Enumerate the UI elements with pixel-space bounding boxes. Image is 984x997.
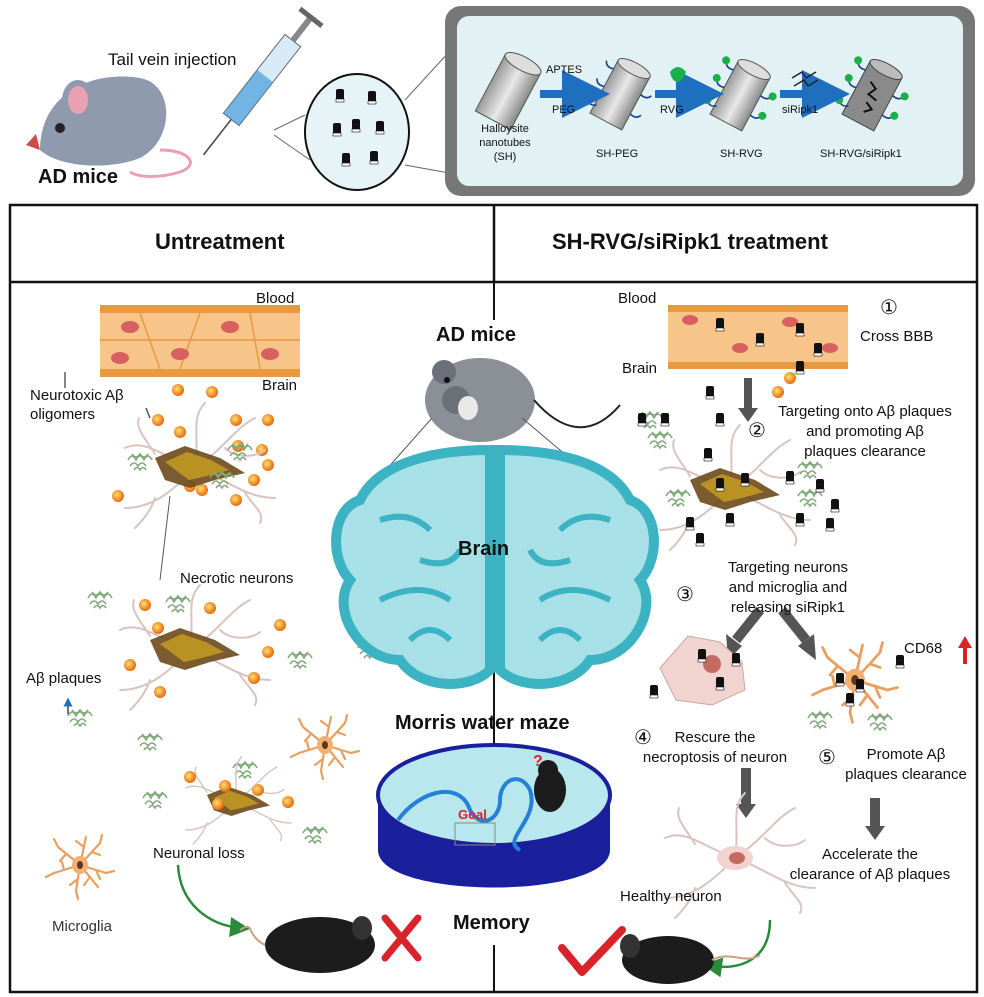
ad-mice-top-label: AD mice	[38, 166, 119, 188]
memory-label: Memory	[453, 912, 530, 934]
step-2-number: ②	[748, 420, 766, 442]
step-5-number: ⑤	[818, 747, 836, 769]
water-maze-icon	[376, 743, 612, 888]
necrotic-neurons-label: Necrotic neurons	[180, 570, 294, 587]
treatment-header: SH-RVG/siRipk1 treatment	[552, 229, 828, 254]
syringe-icon	[202, 6, 324, 156]
brain-label-right: Brain	[622, 360, 658, 377]
microglia-label: Microglia	[52, 918, 113, 935]
plaques-label: Aβ plaques	[26, 670, 102, 687]
cross-icon	[381, 914, 422, 962]
nanotube-icon	[474, 52, 909, 132]
neuronal-loss-label: Neuronal loss	[153, 845, 245, 862]
goal-label: Goal	[458, 807, 487, 822]
rvg-label: RVG	[660, 104, 684, 116]
cd68-label: CD68	[904, 640, 943, 657]
peg-label: PEG	[552, 104, 576, 116]
targeting-plaques-label: Targeting onto Aβ plaques and promoting …	[778, 403, 952, 460]
rescue-label: Rescure the necroptosis of neuron	[642, 729, 788, 766]
brain-center-label: Brain	[458, 538, 510, 560]
brain-icon	[331, 444, 659, 689]
mouse-icon-untreated	[239, 916, 375, 973]
sh-rvg-sirip-label: SH-RVG/siRipk1	[820, 148, 902, 160]
mouse-icon-treated	[620, 934, 761, 984]
halloysite-label: Halloysite nanotubes (SH)	[479, 123, 531, 163]
step-1-number: ①	[880, 297, 898, 319]
siripk1-step-label: siRipk1	[782, 104, 819, 116]
step-4-number: ④	[634, 727, 652, 749]
cross-bbb-label: Cross BBB	[860, 328, 934, 345]
svg-text:?: ?	[533, 753, 543, 770]
morris-label: Morris water maze	[395, 712, 570, 734]
promote-label: Promote Aβ plaques clearance	[845, 746, 967, 783]
untreatment-header: Untreatment	[155, 229, 285, 254]
sh-peg-label: SH-PEG	[596, 148, 639, 160]
healthy-neuron-label: Healthy neuron	[620, 888, 722, 905]
up-arrow-icon	[958, 636, 972, 664]
neurotoxic-label: Neurotoxic Aβ oligomers	[30, 387, 124, 423]
sh-rvg-label: SH-RVG	[720, 148, 763, 160]
targeting-neurons-label: Targeting neurons and microglia and rele…	[727, 559, 849, 616]
ad-mice-center-label: AD mice	[436, 324, 517, 346]
tail-vein-label: Tail vein injection	[108, 50, 237, 69]
step-3-number: ③	[676, 584, 694, 606]
blood-label-left: Blood	[256, 290, 295, 307]
check-icon	[558, 926, 626, 976]
brain-label-left: Brain	[262, 377, 298, 394]
blood-label-right: Blood	[618, 290, 657, 307]
mouse-icon	[26, 76, 192, 178]
center-mouse-icon	[425, 358, 621, 442]
blood-vessel-left	[100, 305, 300, 377]
aptes-label: APTES	[546, 64, 583, 76]
accelerate-label: Accelerate the clearance of Aβ plaques	[789, 846, 951, 883]
